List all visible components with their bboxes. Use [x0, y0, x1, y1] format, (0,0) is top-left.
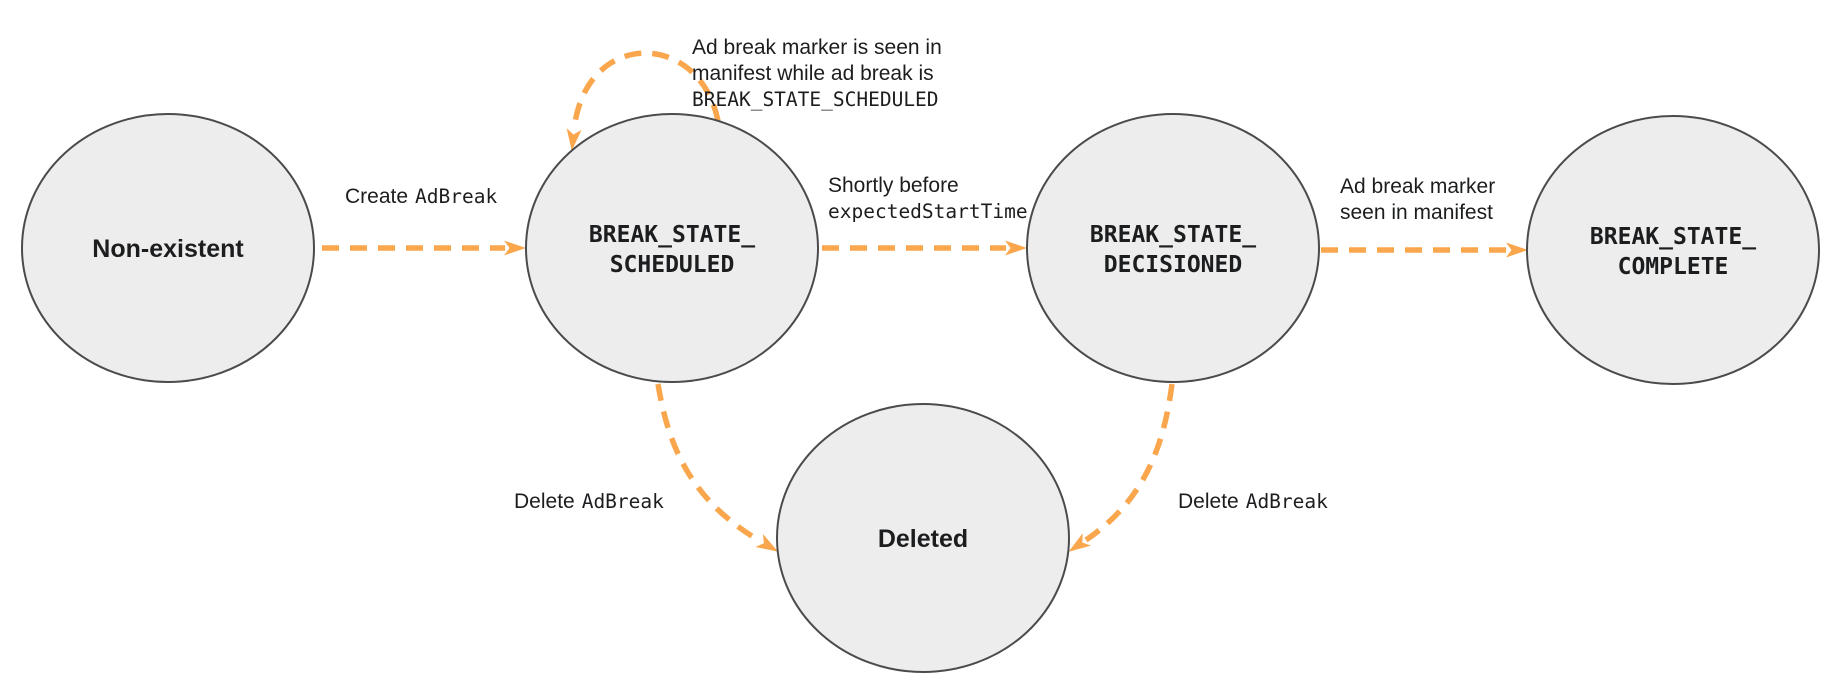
edge-label-marker-seen-line2: seen in manifest [1340, 201, 1493, 224]
state-node-decisioned [1026, 113, 1320, 383]
state-label-scheduled-line1: BREAK_STATE_ [589, 222, 755, 248]
state-label-nonexistent: Non-existent [92, 235, 244, 263]
state-label-complete-line1: BREAK_STATE_ [1590, 224, 1756, 250]
edge-label-delete-left-code: AdBreak [582, 490, 664, 513]
edge-label-self-loop-line2: manifest while ad break is [692, 62, 934, 85]
state-node-nonexistent [21, 113, 315, 383]
state-label-complete-line2: COMPLETE [1618, 254, 1729, 280]
edge-label-create-code: AdBreak [415, 185, 497, 208]
state-node-complete [1526, 115, 1820, 385]
state-label-decisioned-line2: DECISIONED [1104, 252, 1242, 278]
edge-label-create-adbreak: Create AdBreak [345, 185, 497, 208]
state-node-deleted [776, 403, 1070, 673]
state-node-scheduled [525, 113, 819, 383]
edge-label-delete-right: Delete AdBreak [1178, 490, 1328, 513]
edge-label-create-text: Create [345, 185, 408, 208]
edge-self-loop-scheduled [566, 50, 721, 151]
state-label-scheduled-line2: SCHEDULED [610, 252, 735, 278]
edge-scheduled-to-deleted [655, 383, 779, 552]
edge-decisioned-to-deleted [1068, 383, 1175, 552]
edge-label-delete-right-code: AdBreak [1246, 490, 1328, 513]
edge-label-shortly-before: Shortly before [828, 174, 959, 197]
edge-label-marker-seen-line1: Ad break marker [1340, 175, 1495, 198]
edge-label-self-loop-line1: Ad break marker is seen in [692, 36, 942, 59]
state-label-deleted: Deleted [878, 525, 968, 553]
edge-label-delete-right-text: Delete [1178, 490, 1239, 513]
edge-label-expected-start-time: expectedStartTime [828, 200, 1028, 223]
edge-label-delete-left-text: Delete [514, 490, 575, 513]
state-label-decisioned-line1: BREAK_STATE_ [1090, 222, 1256, 248]
edge-label-self-loop-line3: BREAK_STATE_SCHEDULED [692, 88, 939, 111]
edge-label-delete-left: Delete AdBreak [514, 490, 664, 513]
